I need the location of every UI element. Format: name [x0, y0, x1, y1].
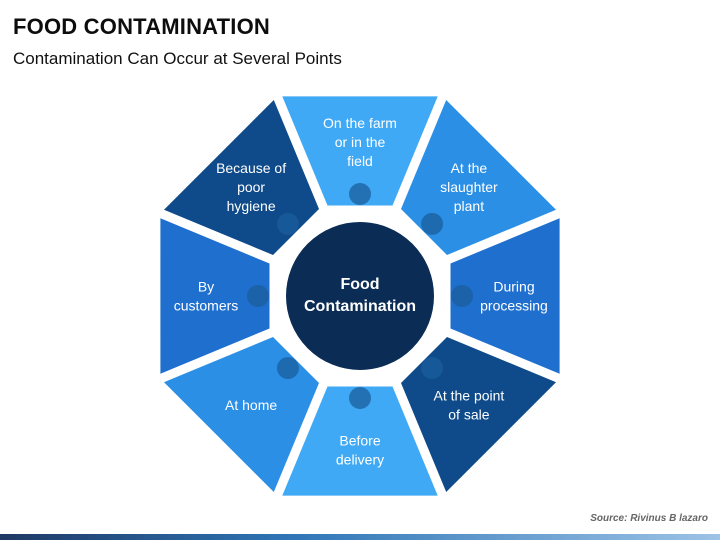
segment-by-customers — [160, 218, 270, 374]
center-hub: Food Contamination — [282, 218, 438, 374]
segment-label-farm-or-field: field — [347, 153, 373, 169]
segment-label-slaughter-plant: At the — [451, 160, 488, 176]
center-label-line-1: Food — [340, 276, 379, 293]
segment-connector-knob — [276, 212, 299, 235]
segment-label-poor-hygiene: poor — [237, 179, 265, 195]
segment-connector-knob — [349, 387, 371, 409]
center-label-line-2: Contamination — [304, 298, 416, 315]
segment-label-poor-hygiene: hygiene — [227, 198, 276, 214]
segment-connector-knob — [247, 285, 269, 307]
segments-group: On the farm or in the field At the slaughter… — [160, 96, 560, 496]
segment-connector-knob — [349, 183, 371, 205]
segment-connector-knob — [451, 285, 473, 307]
page-subtitle: Contamination Can Occur at Several Point… — [13, 49, 342, 68]
segment-label-farm-or-field: or in the — [335, 134, 386, 150]
segment-label-processing: processing — [480, 298, 548, 314]
segment-label-point-of-sale: of sale — [448, 406, 489, 422]
segment-label-point-of-sale: At the point — [433, 387, 504, 403]
segment-label-processing: During — [493, 279, 534, 295]
center-circle — [282, 218, 438, 374]
segment-connector-knob — [421, 357, 444, 380]
segment-label-poor-hygiene: Because of — [216, 160, 286, 176]
segment-label-by-customers: customers — [174, 298, 239, 314]
bottom-accent-bar — [0, 534, 720, 540]
segment-label-slaughter-plant: plant — [454, 198, 484, 214]
page-title: FOOD CONTAMINATION — [13, 14, 270, 39]
segment-farm-or-field — [282, 96, 438, 206]
segment-label-slaughter-plant: slaughter — [440, 179, 498, 195]
source-note: Source: Rivinus B lazaro — [590, 513, 708, 524]
segment-connector-knob — [421, 212, 444, 235]
segment-label-farm-or-field: On the farm — [323, 115, 397, 131]
segment-processing — [450, 218, 560, 374]
segment-label-at-home: At home — [225, 397, 277, 413]
segment-label-by-customers: By — [198, 279, 214, 295]
segment-label-before-delivery: Before — [339, 433, 380, 449]
segment-label-before-delivery: delivery — [336, 452, 384, 468]
segment-before-delivery — [282, 386, 438, 496]
segment-connector-knob — [276, 357, 299, 380]
